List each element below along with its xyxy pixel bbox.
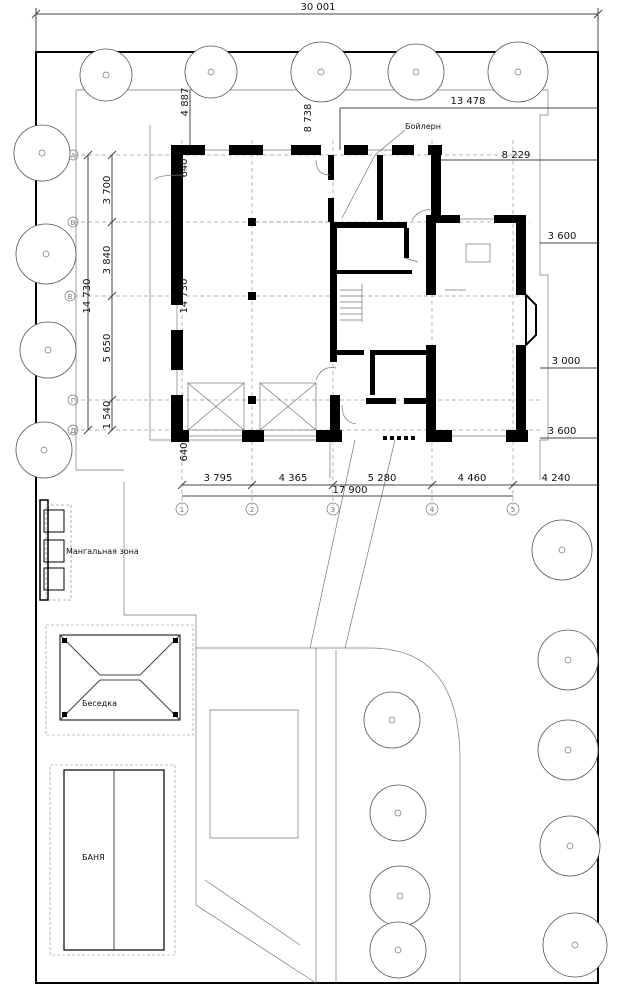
dimension-5280: 5 280 — [368, 473, 397, 484]
label-boiler-room: Бойлерн — [405, 122, 441, 131]
grid-axes — [74, 140, 540, 505]
dimension-3700: 3 700 — [102, 176, 113, 205]
dimension-4240: 4 240 — [542, 473, 571, 484]
site-boundary — [35, 51, 599, 984]
dimension-13478: 13 478 — [451, 96, 486, 107]
dimension-8229: 8 229 — [502, 150, 531, 161]
svg-text:Б: Б — [71, 219, 76, 227]
dimension-3600-bottom: 3 600 — [548, 426, 577, 437]
svg-text:3: 3 — [331, 506, 335, 514]
svg-text:4: 4 — [430, 506, 435, 514]
right-dimension-lines — [540, 242, 598, 439]
bath-house — [49, 764, 176, 956]
dimension-1540: 1 540 — [102, 401, 113, 430]
house-walls — [171, 145, 537, 442]
svg-text:A: A — [71, 152, 76, 160]
dimension-640-bottom: 640 — [179, 442, 190, 461]
dimension-640-top: 640 — [179, 158, 190, 177]
gazebo — [45, 624, 194, 736]
label-grill-zone: Мангальная зона — [66, 547, 139, 556]
dimension-8738: 8 738 — [303, 104, 314, 133]
dimension-4887: 4 887 — [180, 88, 191, 117]
dimension-5650: 5 650 — [102, 334, 113, 363]
svg-text:Г: Г — [71, 397, 75, 405]
walkway-arc — [316, 647, 461, 983]
dimension-4460: 4 460 — [458, 473, 487, 484]
left-dimension-chain — [83, 150, 117, 435]
svg-text:Д: Д — [70, 427, 76, 435]
label-gazebo: Беседка — [82, 699, 117, 708]
dimension-3795: 3 795 — [204, 473, 233, 484]
row-axis-markers: A Б В Г Д — [64, 149, 79, 436]
svg-text:2: 2 — [250, 506, 254, 514]
dimension-4365: 4 365 — [279, 473, 308, 484]
dimension-left-total: 14 730 — [82, 279, 93, 314]
dimension-bottom-total: 17 900 — [333, 485, 368, 496]
svg-text:В: В — [68, 293, 73, 301]
dimension-3600-top: 3 600 — [548, 231, 577, 242]
svg-text:1: 1 — [180, 506, 184, 514]
paving-outline — [75, 89, 549, 480]
svg-text:5: 5 — [511, 506, 515, 514]
house-details — [154, 129, 506, 437]
grill-zone — [39, 499, 72, 601]
dimension-top-total: 30 001 — [301, 2, 336, 13]
dimension-3000: 3 000 — [552, 356, 581, 367]
dimension-3840: 3 840 — [102, 246, 113, 275]
dimension-inner-total: 14 730 — [179, 279, 190, 314]
label-bath-house: БАНЯ — [82, 853, 105, 862]
column-axis-markers: 1 2 3 4 5 — [175, 502, 520, 516]
bottom-dimension-chain — [177, 480, 598, 497]
trees — [13, 41, 608, 979]
top-dimension-line — [31, 8, 603, 52]
